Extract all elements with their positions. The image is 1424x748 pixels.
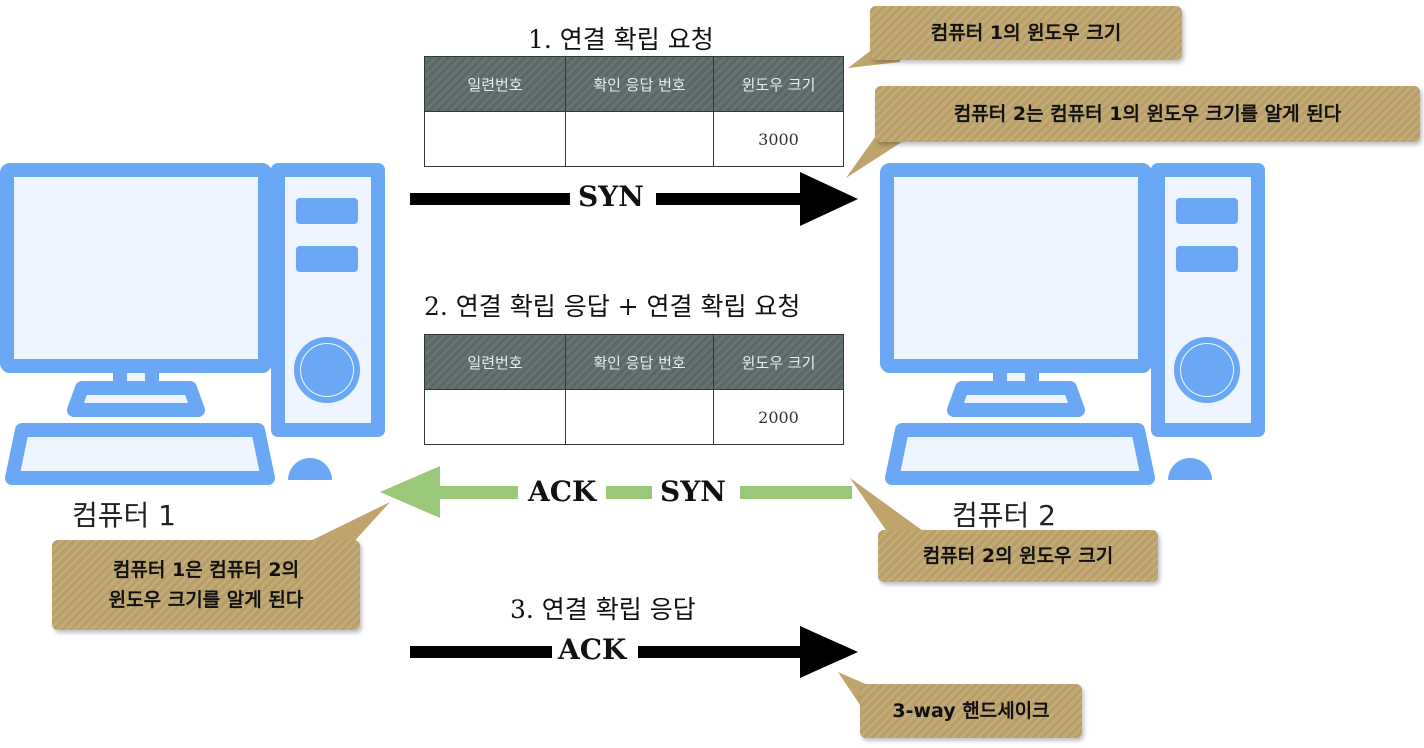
computer-1-icon bbox=[0, 163, 385, 485]
segment-table-step-1: 일련번호 확인 응답 번호 윈도우 크기 3000 bbox=[424, 56, 844, 167]
callout-pc2-learns-window: 컴퓨터 2는 컴퓨터 1의 윈도우 크기를 알게 된다 bbox=[875, 86, 1420, 142]
header-ack-number: 확인 응답 번호 bbox=[565, 56, 714, 112]
computer-1-label: 컴퓨터 1 bbox=[72, 499, 176, 532]
callout-3-way-handshake: 3-way 핸드세이크 bbox=[860, 684, 1082, 738]
cell-window-size: 3000 bbox=[713, 111, 844, 167]
ack-label-2: ACK bbox=[528, 475, 597, 508]
segment-table-step-2: 일련번호 확인 응답 번호 윈도우 크기 2000 bbox=[424, 334, 844, 445]
step-3-title: 3. 연결 확립 응답 bbox=[510, 595, 696, 624]
callout-pc1-window-size: 컴퓨터 1의 윈도우 크기 bbox=[870, 6, 1182, 60]
cell-sequence-number bbox=[424, 111, 566, 167]
callout-pc1-learns-line1: 컴퓨터 1은 컴퓨터 2의 bbox=[112, 558, 300, 581]
cell-sequence-number bbox=[424, 389, 566, 445]
computer-2-label: 컴퓨터 2 bbox=[952, 499, 1056, 532]
header-window-size: 윈도우 크기 bbox=[713, 334, 844, 390]
syn-arrow-1 bbox=[410, 172, 858, 226]
ack-arrow-3 bbox=[410, 626, 858, 678]
header-sequence-number: 일련번호 bbox=[424, 334, 566, 390]
step-1-title: 1. 연결 확립 요청 bbox=[528, 25, 714, 54]
computer-2-icon bbox=[880, 163, 1265, 485]
header-ack-number: 확인 응답 번호 bbox=[565, 334, 714, 390]
step-2-title: 2. 연결 확립 응답 + 연결 확립 요청 bbox=[424, 292, 801, 321]
header-window-size: 윈도우 크기 bbox=[713, 56, 844, 112]
callout-pc1-learns-line2: 윈도우 크기를 알게 된다 bbox=[108, 589, 304, 611]
cell-ack-number bbox=[565, 389, 714, 445]
ack-label-3: ACK bbox=[558, 633, 627, 666]
ack-syn-arrow bbox=[380, 466, 852, 518]
callout-pc2-window-size: 컴퓨터 2의 윈도우 크기 bbox=[878, 530, 1158, 582]
syn-label-2: SYN bbox=[660, 475, 726, 508]
cell-window-size: 2000 bbox=[713, 389, 844, 445]
cell-ack-number bbox=[565, 111, 714, 167]
callout-tail-pc1-learns bbox=[300, 502, 390, 546]
callout-pc1-learns-window: 컴퓨터 1은 컴퓨터 2의 윈도우 크기를 알게 된다 bbox=[52, 540, 360, 630]
callout-tail-pc2-window bbox=[850, 478, 930, 536]
header-sequence-number: 일련번호 bbox=[424, 56, 566, 112]
syn-label-1: SYN bbox=[578, 180, 644, 213]
